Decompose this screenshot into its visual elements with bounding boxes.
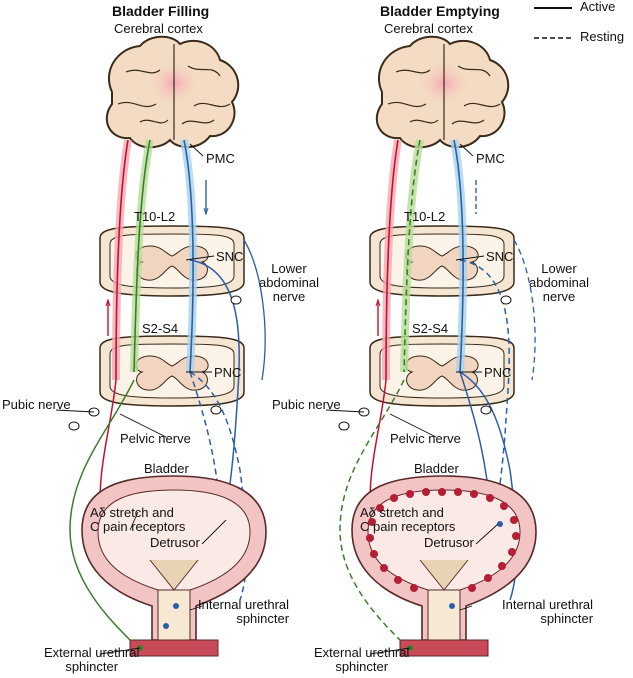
panel-bladder-filling xyxy=(68,35,267,657)
brain-right xyxy=(375,35,510,149)
label-bladder-left: Bladder xyxy=(144,461,189,476)
panel-bladder-emptying xyxy=(338,35,537,657)
legend-resting-label: Resting xyxy=(580,29,625,44)
brain-left xyxy=(105,35,240,149)
label-pnc-left: PNC xyxy=(214,365,242,380)
label-snc-right: SNC xyxy=(486,249,514,264)
leader-lines xyxy=(55,143,499,655)
label-pmc-right: PMC xyxy=(476,151,505,166)
label-detrusor-right: Detrusor xyxy=(424,535,474,550)
label-snc-left: SNC xyxy=(216,249,244,264)
label-s2-s4-right: S2-S4 xyxy=(412,321,449,336)
label-pubic-nerve-right: Pubic nerve xyxy=(272,397,341,412)
bladder-right xyxy=(351,475,537,657)
title-bladder-filling: Bladder Filling xyxy=(112,3,210,19)
bladder-left xyxy=(81,475,267,657)
label-detrusor-left: Detrusor xyxy=(150,535,200,550)
title-bladder-emptying: Bladder Emptying xyxy=(380,3,500,19)
label-s2-s4-left: S2-S4 xyxy=(142,321,179,336)
label-pelvic-nerve-right: Pelvic nerve xyxy=(390,431,461,446)
label-pmc-left: PMC xyxy=(206,151,235,166)
label-t10-l2-left: T10-L2 xyxy=(134,209,176,224)
label-cerebral-cortex-right: Cerebral cortex xyxy=(384,21,473,36)
label-t10-l2-right: T10-L2 xyxy=(404,209,446,224)
label-pelvic-nerve-left: Pelvic nerve xyxy=(120,431,191,446)
label-pnc-right: PNC xyxy=(484,365,512,380)
label-pubic-nerve-left: Pubic nerve xyxy=(2,397,71,412)
label-bladder-right: Bladder xyxy=(414,461,459,476)
legend-active-label: Active xyxy=(580,0,616,14)
label-cerebral-cortex-left: Cerebral cortex xyxy=(114,21,203,36)
